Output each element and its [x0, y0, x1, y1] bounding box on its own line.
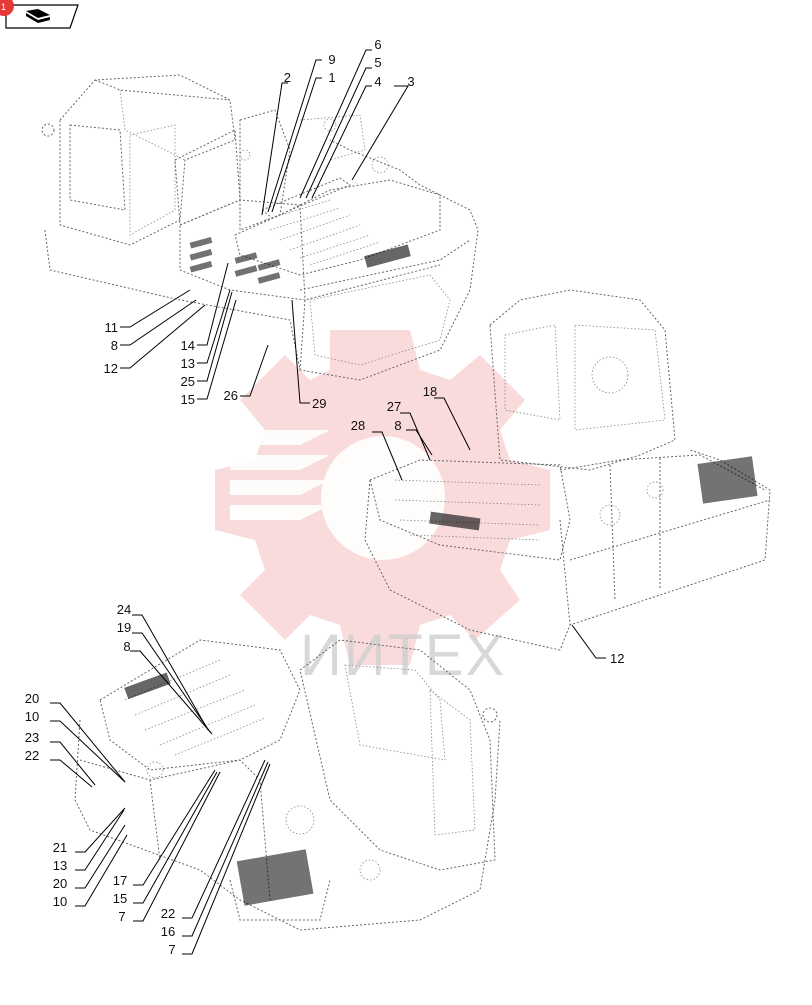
- callout-bottom-22a: 22: [25, 748, 39, 763]
- callout-top-3: 3: [407, 74, 414, 89]
- callout-top-4: 4: [374, 74, 381, 89]
- callout-top-1: 1: [328, 70, 335, 85]
- callout-bottom-10b: 10: [53, 894, 67, 909]
- callout-bottom-20b: 20: [53, 876, 67, 891]
- callout-bottom-19: 19: [117, 620, 131, 635]
- callout-top-25: 25: [181, 374, 195, 389]
- callout-bottom-8: 8: [123, 639, 130, 654]
- watermark-logo: ИИТЕХ: [215, 330, 550, 688]
- callout-middle-27: 27: [387, 399, 401, 414]
- callout-bottom-20a: 20: [25, 691, 39, 706]
- callout-top-14: 14: [181, 338, 195, 353]
- badge-text: 1: [1, 2, 6, 12]
- callout-top-15: 15: [181, 392, 195, 407]
- callout-top-8: 8: [111, 338, 118, 353]
- excavator-view-middle: [364, 289, 771, 651]
- callout-bottom-17: 17: [113, 873, 127, 888]
- callout-top-6: 6: [374, 37, 381, 52]
- callout-middle-28: 28: [351, 418, 365, 433]
- header-icon-box[interactable]: 1: [0, 0, 79, 29]
- callout-top-29: 29: [312, 396, 326, 411]
- watermark-text: ИИТЕХ: [300, 623, 506, 688]
- excavator-view-top: [41, 74, 479, 381]
- callout-bottom-10a: 10: [25, 709, 39, 724]
- callout-top-5: 5: [374, 55, 381, 70]
- callout-top-11: 11: [105, 320, 119, 335]
- callout-bottom-13: 13: [53, 858, 67, 873]
- leader-lines: [50, 49, 606, 955]
- callout-labels: 2 9 1 6 5 4 3 11 8 12 14 13 25 15 26 29 …: [25, 37, 625, 957]
- book-icon: [26, 9, 50, 23]
- callout-bottom-24: 24: [117, 602, 131, 617]
- badge: [0, 0, 14, 16]
- callout-top-2: 2: [284, 70, 291, 85]
- callout-top-13: 13: [181, 356, 195, 371]
- callout-bottom-23: 23: [25, 730, 39, 745]
- callout-bottom-7b: 7: [168, 942, 175, 957]
- callout-bottom-21: 21: [53, 840, 67, 855]
- excavator-view-bottom: [74, 639, 501, 931]
- callout-middle-8: 8: [394, 418, 401, 433]
- callout-bottom-15: 15: [113, 891, 127, 906]
- callout-bottom-7a: 7: [118, 909, 125, 924]
- callout-middle-18: 18: [423, 384, 437, 399]
- callout-middle-12: 12: [610, 651, 624, 666]
- callout-top-9: 9: [328, 52, 335, 67]
- callout-top-26: 26: [224, 388, 238, 403]
- callout-bottom-16: 16: [161, 924, 175, 939]
- callout-bottom-22b: 22: [161, 906, 175, 921]
- callout-top-12: 12: [104, 361, 118, 376]
